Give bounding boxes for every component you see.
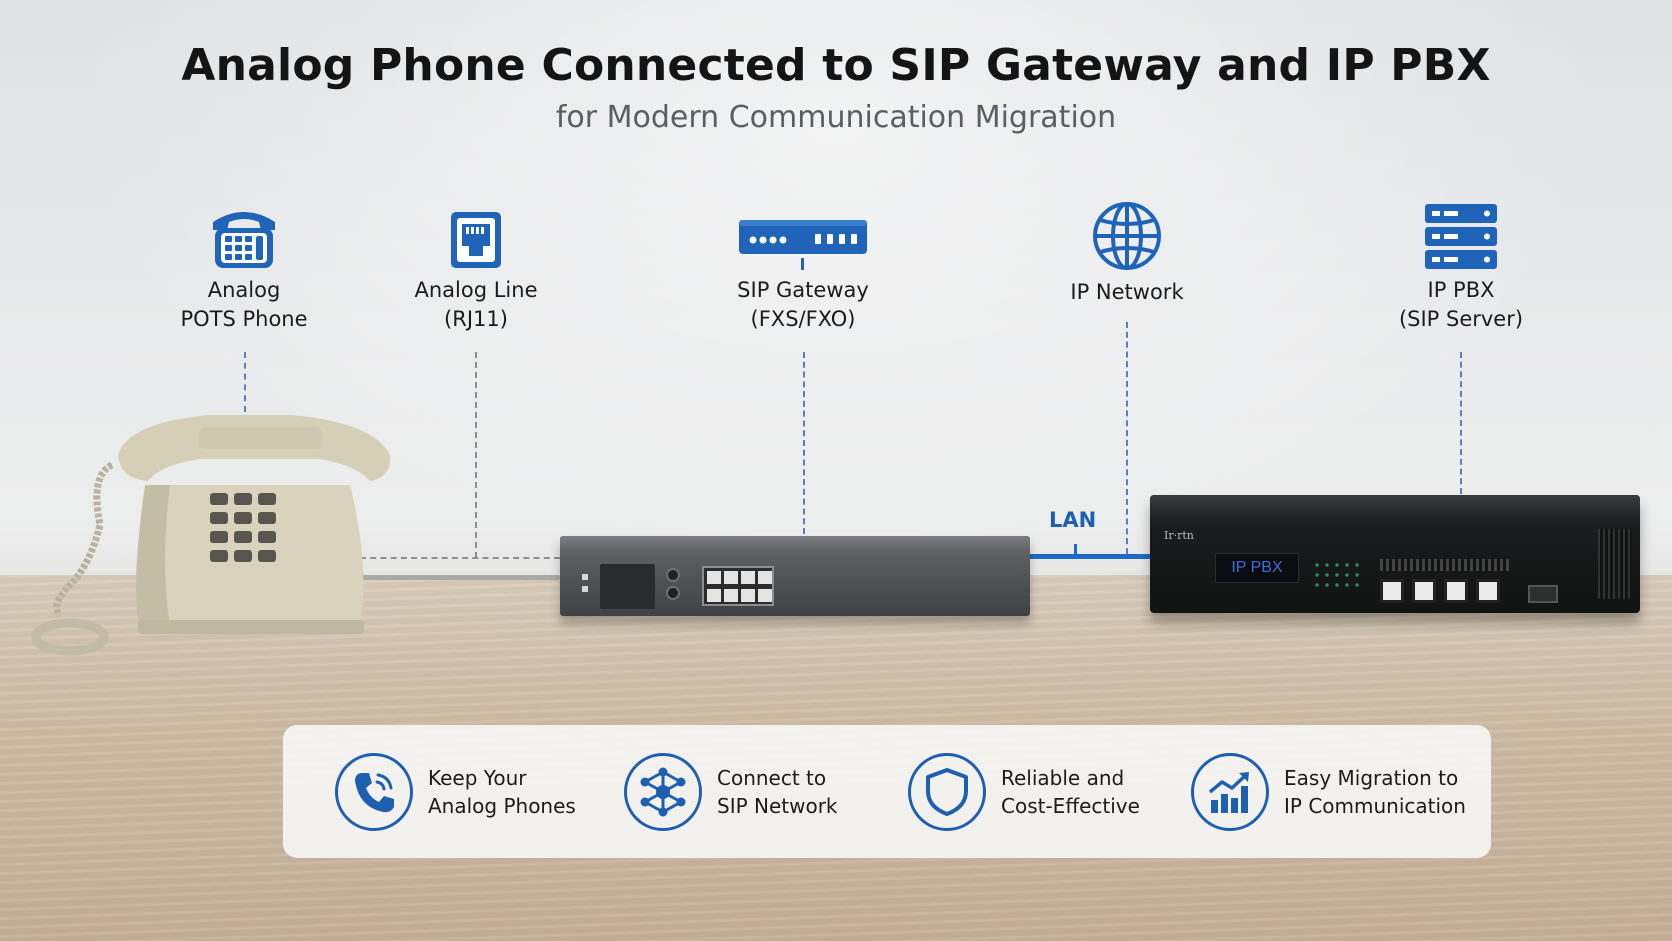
benefit-line2: SIP Network xyxy=(717,794,838,818)
benefit-line2: Cost-Effective xyxy=(1001,794,1140,818)
node-label-line1: Analog Line xyxy=(414,278,538,302)
shield-icon xyxy=(926,768,968,816)
gateway-top-panel xyxy=(560,536,1030,550)
rj-port xyxy=(741,589,755,602)
benefit-line1: Easy Migration to xyxy=(1284,766,1459,790)
rj-port xyxy=(758,571,772,584)
gateway-status-led xyxy=(582,586,588,592)
connector-network xyxy=(1126,322,1128,554)
pbx-side-vent xyxy=(1598,529,1632,599)
node-ip-network: IP Network xyxy=(997,200,1257,307)
server-stack-icon xyxy=(1425,204,1497,269)
rj-port xyxy=(758,589,772,602)
benefit-connect-sip: Connect to SIP Network xyxy=(624,753,894,833)
benefit-line1: Reliable and xyxy=(1001,766,1125,790)
gateway-device-icon xyxy=(739,220,867,270)
analog-phone-device xyxy=(31,415,391,656)
benefits-panel: Keep Your Analog Phones xyxy=(283,725,1491,858)
benefit-keep-phones: Keep Your Analog Phones xyxy=(335,753,605,833)
page-subtitle: for Modern Communication Migration xyxy=(555,100,1117,135)
benefit-text: Easy Migration to IP Communication xyxy=(1284,764,1484,820)
gateway-button xyxy=(666,586,680,600)
rj11-cable xyxy=(350,575,560,580)
benefit-line1: Connect to xyxy=(717,766,827,790)
rj11-jack-icon xyxy=(451,212,501,268)
rj-port xyxy=(724,571,738,584)
gateway-status-led xyxy=(582,574,588,580)
node-ip-pbx: IP PBX (SIP Server) xyxy=(1331,202,1591,334)
pbx-status-leds xyxy=(1312,560,1362,590)
ethernet-port xyxy=(1380,579,1404,603)
benefit-line1: Keep Your xyxy=(428,766,527,790)
benefit-easy-migration: Easy Migration to IP Communication xyxy=(1191,753,1481,833)
node-sip-gateway: SIP Gateway (FXS/FXO) xyxy=(673,214,933,334)
node-label-line1: IP PBX xyxy=(1427,278,1495,302)
connector-gateway xyxy=(803,352,805,534)
benefit-icon-circle xyxy=(1191,753,1269,831)
node-label-line1: IP Network xyxy=(1070,280,1184,304)
benefit-line2: IP Communication xyxy=(1284,794,1466,818)
gateway-port-block xyxy=(702,566,774,606)
benefit-icon-circle xyxy=(624,753,702,831)
globe-icon xyxy=(1093,202,1161,270)
pbx-brand-mark: Ir·rtn xyxy=(1164,529,1194,542)
node-label-line1: Analog xyxy=(207,278,281,302)
page-title: Analog Phone Connected to SIP Gateway an… xyxy=(181,40,1491,91)
rj-port xyxy=(741,571,755,584)
connector-analog-horizontal xyxy=(360,557,560,559)
telephone-icon xyxy=(213,212,275,268)
rj-port xyxy=(724,589,738,602)
node-label-line2: (FXS/FXO) xyxy=(750,307,856,331)
ethernet-port xyxy=(1444,579,1468,603)
ethernet-port xyxy=(1412,579,1436,603)
rj-port xyxy=(707,571,721,584)
ethernet-port xyxy=(1476,579,1500,603)
node-label-line2: (RJ11) xyxy=(444,307,508,331)
pbx-display: IP PBX xyxy=(1215,553,1299,583)
growth-chart-icon xyxy=(1208,772,1249,813)
node-analog-phone: Analog POTS Phone xyxy=(114,204,374,334)
benefit-text: Connect to SIP Network xyxy=(717,764,917,820)
pbx-top-panel xyxy=(1150,495,1640,517)
lan-cable xyxy=(1030,554,1150,559)
lan-tick xyxy=(1074,544,1077,556)
lan-label: LAN xyxy=(1049,508,1097,532)
network-hub-icon xyxy=(640,767,686,817)
pbx-vent xyxy=(1380,559,1510,571)
node-label-line1: SIP Gateway xyxy=(737,278,869,302)
rj-port xyxy=(707,589,721,602)
benefit-icon-circle xyxy=(335,753,413,831)
sfp-port xyxy=(1528,585,1558,603)
connector-pbx xyxy=(1460,352,1462,494)
gateway-display xyxy=(600,564,655,609)
phone-call-icon xyxy=(355,773,394,813)
benefit-text: Keep Your Analog Phones xyxy=(428,764,628,820)
benefit-reliable: Reliable and Cost-Effective xyxy=(908,753,1178,833)
benefit-line2: Analog Phones xyxy=(428,794,576,818)
node-label-line2: (SIP Server) xyxy=(1398,307,1524,331)
sip-gateway-device xyxy=(560,536,1030,616)
connector-analog-line xyxy=(475,352,477,558)
connector-phone xyxy=(244,352,246,412)
node-label-line2: POTS Phone xyxy=(180,307,308,331)
gateway-button xyxy=(666,568,680,582)
benefit-text: Reliable and Cost-Effective xyxy=(1001,764,1201,820)
ip-pbx-device: Ir·rtn IP PBX xyxy=(1150,495,1640,613)
benefit-icon-circle xyxy=(908,753,986,831)
node-analog-line: Analog Line (RJ11) xyxy=(346,210,606,334)
